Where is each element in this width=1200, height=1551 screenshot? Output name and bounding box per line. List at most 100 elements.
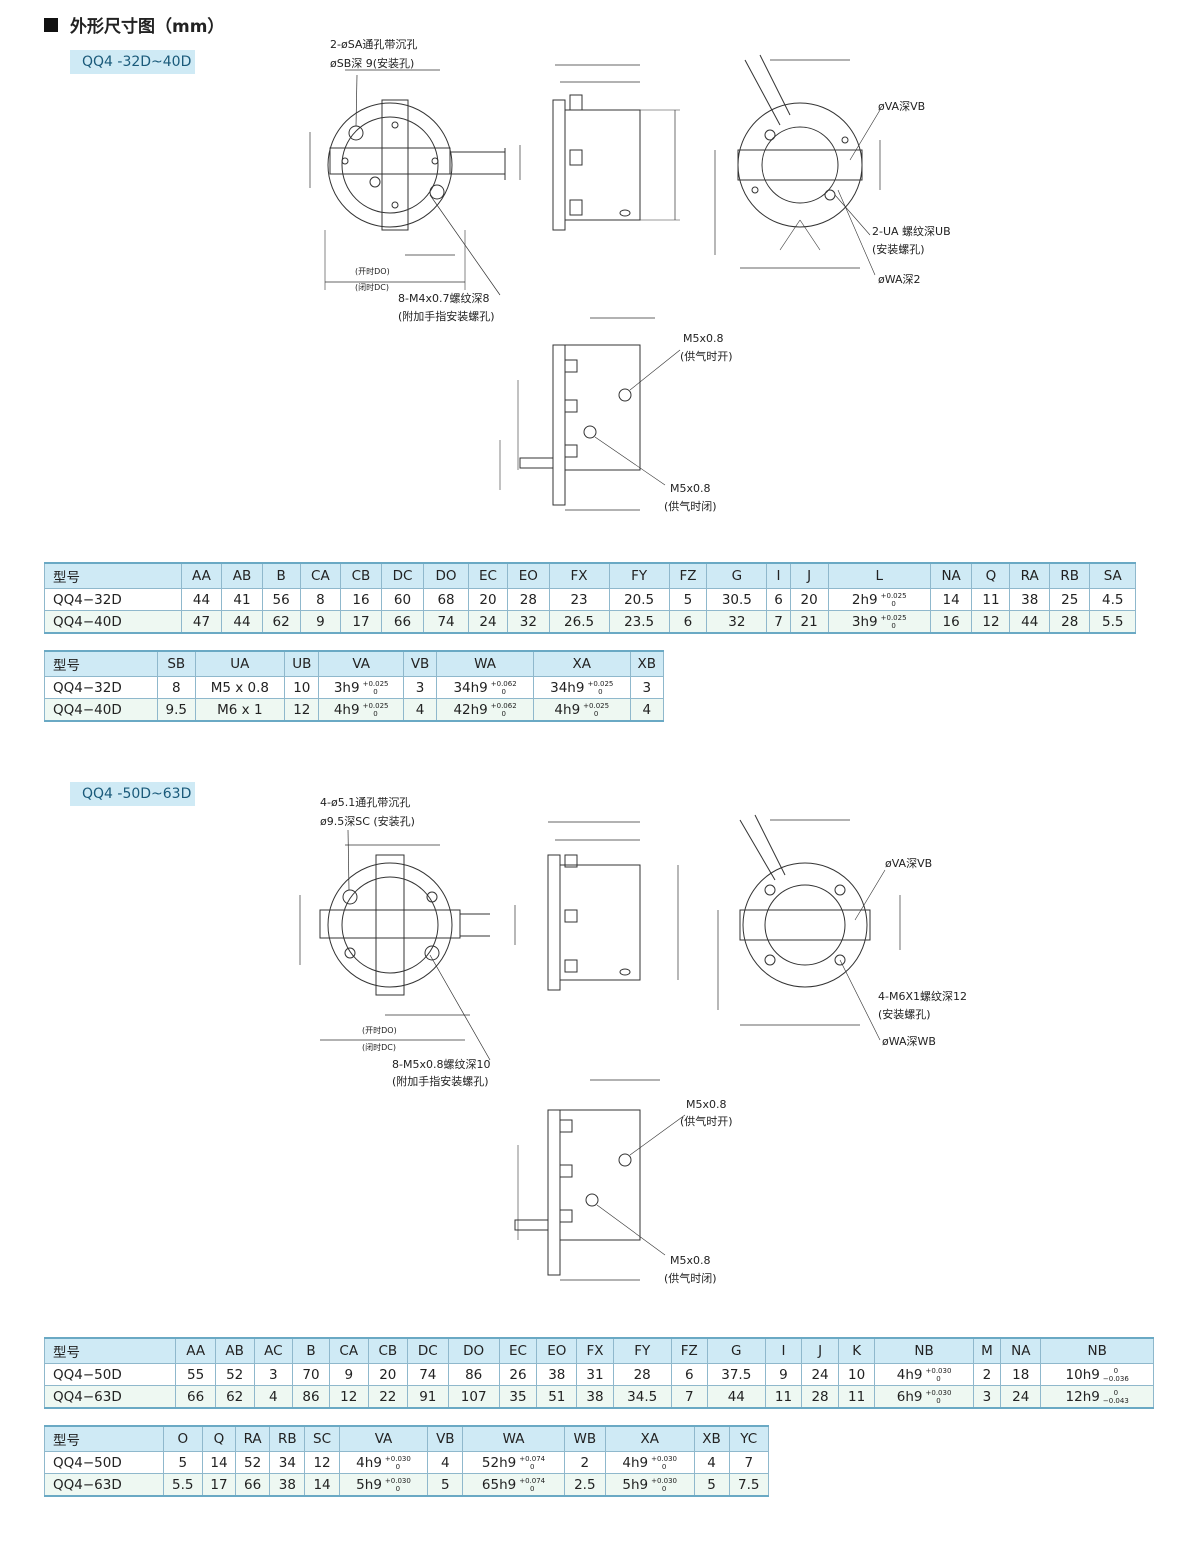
table-cell: QQ4−40D — [44, 610, 182, 634]
column-header: UB — [284, 650, 320, 677]
table-cell: M5 x 0.8 — [194, 676, 286, 699]
table-cell: 5 — [162, 1451, 203, 1474]
table-cell: 25 — [1048, 588, 1091, 611]
table-cell: 17 — [340, 610, 382, 634]
table-cell: 62 — [214, 1385, 255, 1409]
column-header: CB — [340, 562, 382, 589]
table-cell: 26 — [498, 1363, 538, 1386]
column-header: EO — [507, 562, 550, 589]
table-cell: 41 — [221, 588, 263, 611]
table-cell: 14 — [201, 1451, 236, 1474]
column-header: K — [837, 1337, 876, 1364]
column-header: FZ — [670, 1337, 708, 1364]
table-cell: 62 — [261, 610, 301, 634]
table-cell: 4 — [629, 698, 665, 722]
column-header: EC — [498, 1337, 538, 1364]
s2-side-view — [547, 821, 679, 991]
table-cell: 44 — [180, 588, 223, 611]
table-cell: 70 — [292, 1363, 330, 1386]
column-header: NB — [1040, 1337, 1154, 1364]
column-header: FZ — [668, 562, 708, 589]
table-cell: 6 — [668, 610, 708, 634]
table-cell: 38 — [536, 1363, 578, 1386]
column-header: RB — [269, 1425, 306, 1452]
table-cell: 4 — [253, 1385, 294, 1409]
table-cell: 91 — [406, 1385, 449, 1409]
s2-bottom-view — [514, 1079, 686, 1281]
heading-text: 外形尺寸图（mm） — [70, 17, 225, 37]
column-header: NA — [1000, 1337, 1042, 1364]
s2-hole-a-label: 4-ø5.1通孔带沉孔 — [320, 796, 410, 809]
column-header: EC — [467, 562, 509, 589]
s2-m5-open-label: M5x0.8 — [686, 1098, 727, 1111]
table-cell: 6 — [670, 1363, 708, 1386]
table-cell: 2 — [972, 1363, 1002, 1386]
column-header: I — [766, 562, 791, 589]
column-header: Q — [201, 1425, 236, 1452]
table-cell: 5 — [427, 1473, 464, 1497]
table-cell: 23 — [548, 588, 610, 611]
table-cell: 9 — [328, 1363, 369, 1386]
table-cell: 14 — [304, 1473, 340, 1497]
column-header: RA — [1009, 562, 1050, 589]
column-header: XA — [532, 650, 631, 677]
column-header: NB — [874, 1337, 974, 1364]
table-cell: 7 — [728, 1451, 770, 1474]
s1-rear-view — [714, 54, 881, 276]
table-cell: 35 — [498, 1385, 538, 1409]
column-header: WA — [436, 650, 534, 677]
table-cell: 38 — [269, 1473, 306, 1497]
table-cell: 12 — [304, 1451, 340, 1474]
s1-thread-label: 8-M4x0.7螺纹深8 — [398, 291, 489, 305]
s1-ua-note: (安装螺孔) — [872, 242, 925, 256]
table-cell: 4 — [693, 1451, 730, 1474]
column-header: XB — [693, 1425, 730, 1452]
column-header: AB — [221, 562, 263, 589]
table-cell: 5.5 — [1089, 610, 1136, 634]
table-cell: 44 — [706, 1385, 766, 1409]
table-cell: 68 — [423, 588, 469, 611]
column-header: XA — [604, 1425, 695, 1452]
table-cell: 44 — [1009, 610, 1050, 634]
table-cell: 34.5 — [612, 1385, 672, 1409]
s1-wa-label: øWA深2 — [878, 273, 921, 286]
column-header: 型号 — [43, 1337, 177, 1364]
table-cell: 47 — [180, 610, 223, 634]
column-header: M — [972, 1337, 1002, 1364]
table-cell: 3 — [402, 676, 438, 699]
table-cell: 28 — [612, 1363, 672, 1386]
column-header: FY — [612, 1337, 672, 1364]
table-cell: 74 — [423, 610, 469, 634]
column-header: DC — [406, 1337, 449, 1364]
column-header: CB — [367, 1337, 408, 1364]
table-cell: 7.5 — [728, 1473, 770, 1497]
table-cell: 52 — [234, 1451, 271, 1474]
section2-tag: QQ4 -50D~63D — [70, 782, 195, 806]
table-cell: 16 — [340, 588, 382, 611]
table-cell: 28 — [1048, 610, 1091, 634]
table-cell: QQ4−32D — [44, 588, 182, 611]
table-cell: 3 — [629, 676, 665, 699]
column-header: CA — [328, 1337, 369, 1364]
table-cell: 24 — [801, 1363, 839, 1386]
s2-close-note: (供气时闭) — [664, 1271, 717, 1285]
table-cell: 20 — [367, 1363, 408, 1386]
